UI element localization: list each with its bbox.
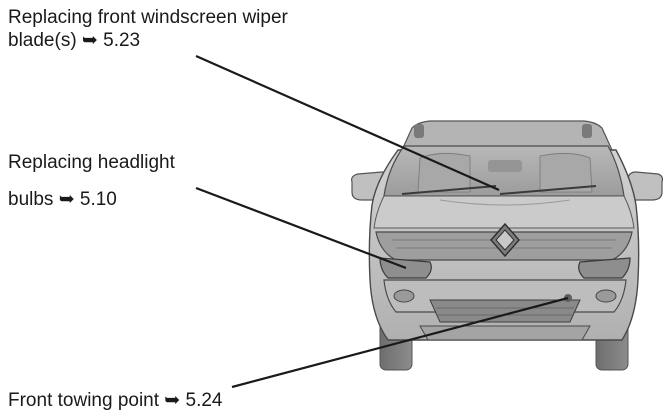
- callout-towing-line1: Front towing point ➥ 5.24: [8, 390, 223, 411]
- lower-air-intake: [429, 299, 581, 323]
- callout-towing-point: Front towing point ➥ 5.24: [8, 389, 222, 412]
- callout-headlight-line1: Replacing headlight: [8, 152, 175, 173]
- right-roof-rail: [582, 124, 592, 138]
- left-roof-rail: [414, 124, 424, 138]
- wiper-leader-line: [195, 54, 500, 192]
- callout-wiper-blades: Replacing front windscreen wiper blade(s…: [8, 6, 288, 52]
- skid-plate: [419, 325, 591, 341]
- callout-headlight-bulbs: Replacing headlight bulbs ➥ 5.10: [8, 151, 175, 211]
- right-fog-light: [595, 289, 617, 303]
- brand-logo: [490, 222, 520, 258]
- wiper-blades: [401, 185, 597, 195]
- left-fog-light: [393, 289, 415, 303]
- roof: [401, 120, 613, 151]
- callout-wiper-line1: Replacing front windscreen wiper: [8, 7, 288, 28]
- right-headlight: [578, 257, 631, 279]
- headlight-leader-line: [195, 186, 407, 270]
- callout-headlight-line2: bulbs ➥ 5.10: [8, 189, 117, 210]
- callout-wiper-line2: blade(s) ➥ 5.23: [8, 30, 141, 51]
- bonnet: [373, 195, 635, 229]
- towing-leader-line: [231, 296, 569, 389]
- leader-lines: [195, 54, 569, 389]
